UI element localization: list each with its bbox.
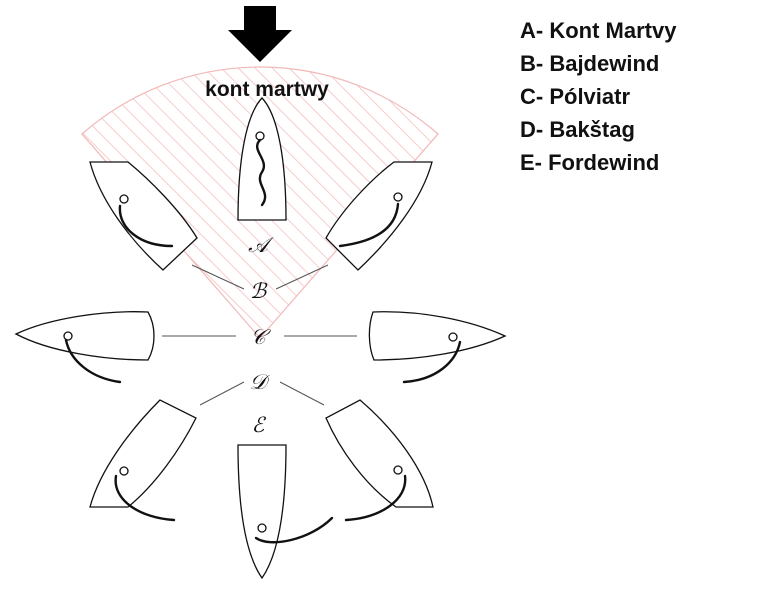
- boat-beam-reach-left: [14, 311, 155, 384]
- down-arrow-icon: [228, 6, 292, 62]
- legend-item-e: E- Fordewind: [520, 150, 660, 175]
- boat-running: [237, 444, 334, 580]
- dead-zone-label: kont martwy: [205, 78, 329, 101]
- connector-line: [275, 264, 329, 290]
- legend-item-d: D- Bakštag: [520, 117, 635, 142]
- letter-d: 𝒟: [250, 370, 271, 394]
- letter-b: ℬ: [250, 279, 268, 303]
- connector-line: [279, 381, 325, 406]
- legend-item-a: A- Kont Martvy: [520, 18, 677, 43]
- boat-broad-reach-left: [89, 399, 197, 522]
- connector-line: [191, 264, 245, 290]
- boat-in-irons: [237, 97, 287, 221]
- legend-item-b: B- Bajdewind: [520, 51, 660, 76]
- boat-close-hauled-left: [89, 161, 198, 271]
- legend-item-c: C- Pólviatr: [520, 84, 631, 109]
- connector-line: [199, 381, 245, 406]
- boat-broad-reach-right: [325, 399, 434, 522]
- boat-beam-reach-right: [368, 311, 507, 384]
- boat-close-hauled-right: [325, 161, 433, 271]
- legend: A- Kont Martvy B- Bajdewind C- Pólviatr …: [520, 14, 676, 179]
- letter-e: ℰ: [252, 413, 267, 437]
